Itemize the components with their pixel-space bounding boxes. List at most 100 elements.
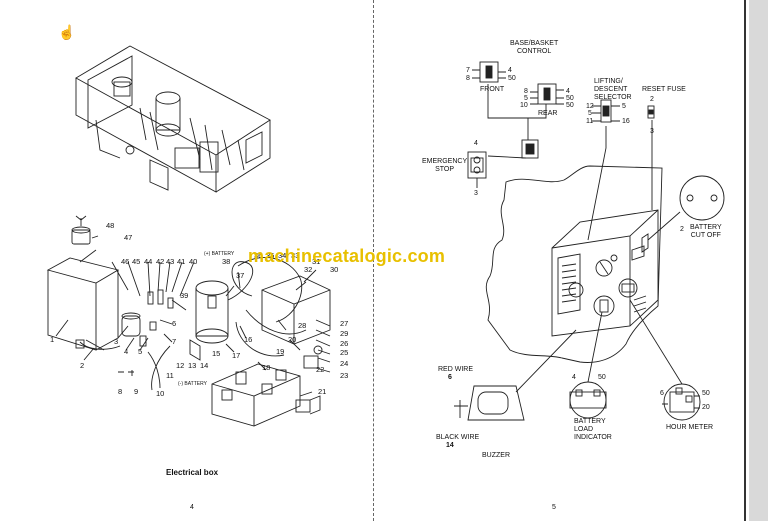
switch-rear-num4: 4 [566, 88, 570, 95]
callout-48: 48 [106, 221, 115, 230]
battery-cut-off-label: BATTERY CUT OFF [690, 224, 722, 239]
meter-num2: 50 [702, 390, 710, 397]
estop-num2: 3 [474, 190, 478, 197]
callout-3: 3 [114, 337, 119, 346]
battery-plus-label: (+) BATTERY [204, 251, 235, 257]
buzzer-label: BUZZER [482, 452, 510, 459]
estop-num1: 4 [474, 140, 478, 147]
left-drawing [46, 45, 331, 427]
callout-13: 13 [188, 361, 197, 370]
callout-10: 10 [156, 389, 165, 398]
callout-11: 11 [166, 371, 174, 380]
callout-4: 4 [124, 347, 129, 356]
callout-32: 32 [304, 265, 313, 274]
page-number-left: 4 [190, 504, 194, 511]
callout-36: 36 [254, 251, 263, 260]
red-wire-number: 6 [448, 374, 452, 381]
callout-35: 35 [266, 251, 275, 260]
reset-fuse-label: RESET FUSE [642, 86, 686, 93]
callout-20: 20 [288, 335, 297, 344]
page-divider [373, 0, 374, 521]
lifting-descent-selector-label: LIFTING/ DESCENT SELECTOR [594, 78, 632, 101]
callout-22: 22 [316, 365, 325, 374]
callout-19: 19 [276, 347, 285, 356]
switch-front-num2: 8 [466, 75, 470, 82]
callout-25: 25 [340, 348, 349, 357]
callout-14: 14 [200, 361, 209, 370]
selector-num1: 12 [586, 103, 594, 110]
callout-5: 5 [138, 347, 143, 356]
battery-minus-label: (-) BATTERY [178, 381, 207, 387]
callout-40: 40 [189, 257, 198, 266]
rear-label: REAR [538, 110, 558, 117]
callout-26: 26 [340, 339, 349, 348]
switch-front-num: 7 [466, 67, 470, 74]
callout-39: 39 [180, 291, 189, 300]
callout-12: 12 [176, 361, 185, 370]
switch-front-num4: 50 [508, 75, 516, 82]
selector-num4: 5 [622, 103, 626, 110]
callout-15: 15 [212, 349, 221, 358]
right-page: 7 8 4 50 8 5 10 4 50 50 12 5 11 5 16 2 3… [376, 0, 746, 521]
callout-45: 45 [132, 257, 141, 266]
switch-rear-num6: 50 [566, 102, 574, 109]
front-label: FRONT [480, 86, 505, 93]
callout-44: 44 [144, 257, 153, 266]
callout-30: 30 [330, 265, 339, 274]
callout-7: 7 [172, 337, 177, 346]
callout-38: 38 [222, 257, 231, 266]
callout-1: 1 [50, 335, 55, 344]
callout-28: 28 [298, 321, 307, 330]
callout-23: 23 [340, 371, 349, 380]
left-page: ☝ [0, 0, 372, 521]
fuse-num2: 3 [650, 128, 654, 135]
book-edge-line [744, 0, 746, 521]
callout-8: 8 [118, 387, 123, 396]
fuse-num: 2 [650, 96, 654, 103]
callout-9: 9 [134, 387, 139, 396]
callout-24: 24 [340, 359, 349, 368]
callout-18: 18 [262, 363, 271, 372]
selector-num5: 16 [622, 118, 630, 125]
indicator-num2: 50 [598, 374, 606, 381]
callout-21: 21 [318, 387, 327, 396]
selector-num3: 11 [586, 118, 594, 125]
switch-rear-num1: 8 [524, 88, 528, 95]
black-wire-label: BLACK WIRE [436, 434, 480, 441]
callout-27: 27 [340, 319, 349, 328]
switch-rear-num3: 10 [520, 102, 528, 109]
callout-16: 16 [244, 335, 253, 344]
hour-meter-label: HOUR METER [666, 424, 714, 431]
black-wire-number: 14 [446, 442, 454, 449]
switch-front-num3: 4 [508, 67, 512, 74]
right-drawing [454, 61, 725, 421]
base-basket-control-label: BASE/BASKET CONTROL [510, 40, 559, 55]
callout-29: 29 [340, 329, 349, 338]
book-edge [749, 0, 768, 521]
callout-42: 42 [156, 257, 165, 266]
callout-37: 37 [236, 271, 245, 280]
callout-43: 43 [166, 257, 175, 266]
red-wire-label: RED WIRE [438, 366, 473, 373]
meter-num3: 20 [702, 404, 710, 411]
callout-41: 41 [177, 257, 186, 266]
page-number-right: 5 [552, 504, 556, 511]
meter-num1: 6 [660, 390, 664, 397]
callout-31: 31 [312, 257, 321, 266]
callout-17: 17 [232, 351, 241, 360]
watermark: machinecatalogic.com [248, 246, 446, 266]
callout-46: 46 [121, 257, 130, 266]
figure-caption: Electrical box [166, 468, 219, 477]
switch-rear-num2: 5 [524, 95, 528, 102]
cutoff-num: 2 [680, 226, 684, 233]
selector-num2: 5 [588, 110, 592, 117]
indicator-num1: 4 [572, 374, 576, 381]
switch-rear-num5: 50 [566, 95, 574, 102]
battery-load-indicator-label: BATTERY LOAD INDICATOR [574, 418, 612, 441]
hand-cursor-icon[interactable]: ☝ [58, 24, 76, 40]
callout-47: 47 [124, 233, 133, 242]
callout-33: 33 [291, 251, 300, 260]
callout-34: 34 [278, 251, 287, 260]
callout-2: 2 [80, 361, 85, 370]
callout-6: 6 [172, 319, 177, 328]
